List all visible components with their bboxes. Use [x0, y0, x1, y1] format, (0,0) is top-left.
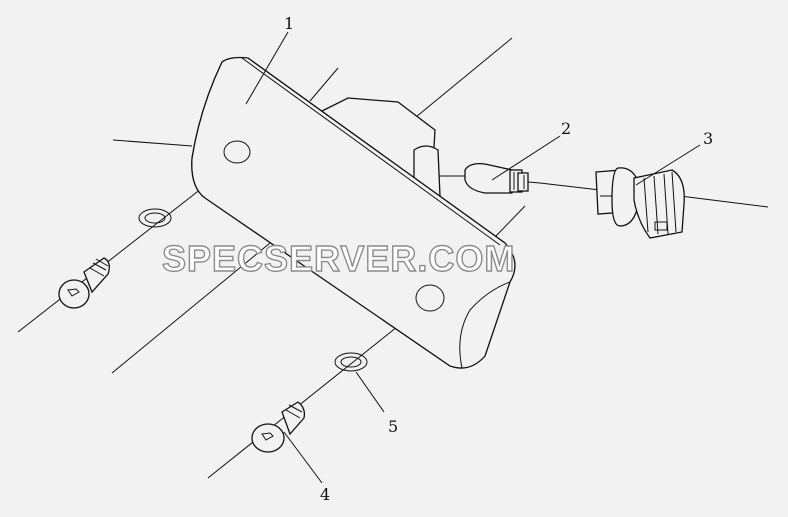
callout-5: 5	[388, 417, 398, 436]
watermark: SPECSERVER.COM	[162, 238, 515, 279]
lamp-housing	[191, 56, 516, 369]
callout-1: 1	[284, 14, 294, 33]
leader-lines	[245, 31, 701, 484]
callout-4: 4	[320, 485, 330, 504]
bulb	[464, 162, 541, 194]
callout-3: 3	[703, 129, 713, 148]
callout-2: 2	[561, 119, 571, 138]
washers	[138, 208, 368, 372]
screws	[58, 257, 306, 453]
lamp-socket	[595, 167, 685, 239]
